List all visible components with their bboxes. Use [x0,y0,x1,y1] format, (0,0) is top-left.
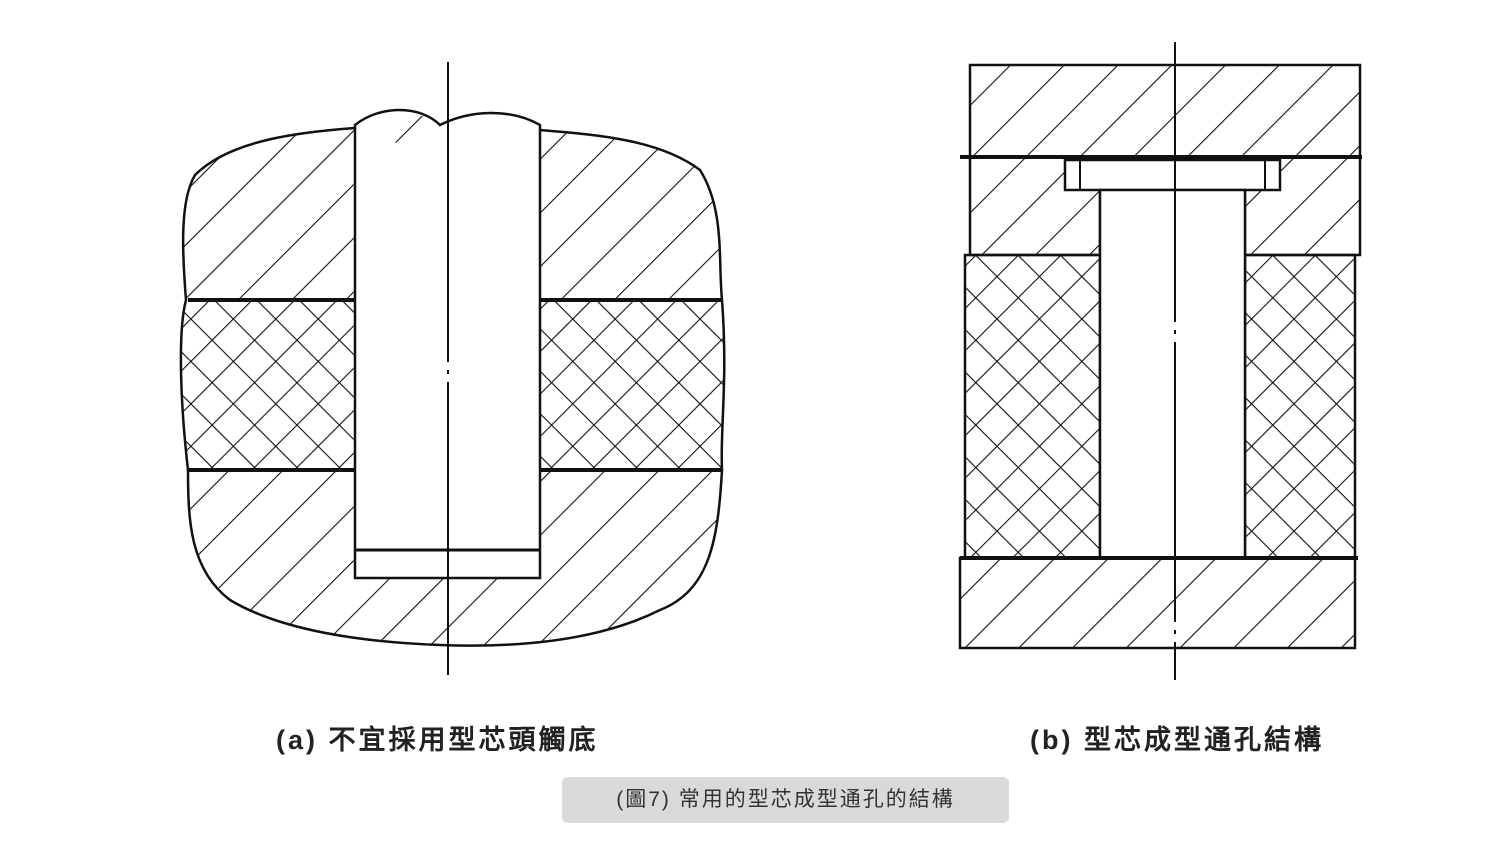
panel-a-label: (a) 不宜採用型芯頭觸底 [276,725,599,755]
bottom-plate [958,556,1357,650]
core-pin-b [1098,188,1247,560]
panel-a-drawing [179,62,726,675]
cavity-plate-left [963,253,1102,560]
cavity-plate-right [1243,253,1357,560]
panel-b-label: (b) 型芯成型通孔結構 [1030,725,1324,755]
core-head [1063,158,1282,192]
top-plate [968,63,1362,159]
figure-caption: (圖7) 常用的型芯成型通孔的結構 [562,777,1009,823]
break-outline [179,126,726,647]
panel-b-drawing [958,42,1362,680]
